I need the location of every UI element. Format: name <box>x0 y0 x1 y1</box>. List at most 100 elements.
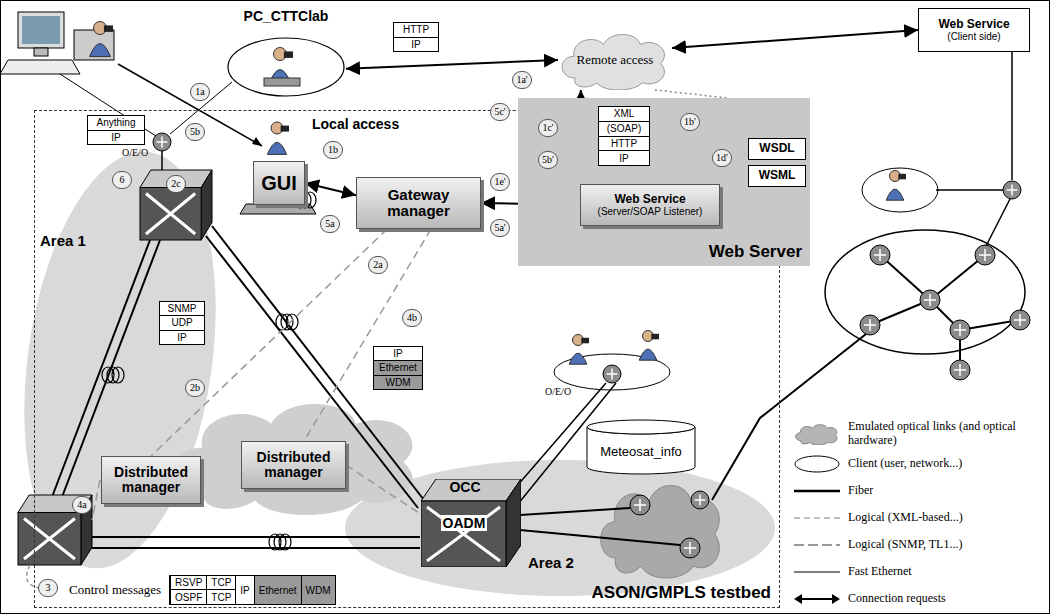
cloud-outline <box>601 485 720 578</box>
text-label: O/E/O <box>545 386 571 397</box>
legend-row: Fast Ethernet <box>792 561 1044 583</box>
legend-text: Fast Ethernet <box>848 565 912 579</box>
fiber <box>520 530 680 545</box>
box-label: Distributed manager <box>106 465 196 496</box>
router-arrows <box>874 249 886 261</box>
network-ring <box>825 230 1025 354</box>
switch-top <box>421 479 521 501</box>
gui-box: GUI <box>253 161 305 205</box>
callout-number: 5b' <box>538 151 558 169</box>
callout-number: 1a' <box>512 71 532 89</box>
legend-text: Emulated optical links (and optical hard… <box>848 420 1044 448</box>
router-icon <box>603 365 621 383</box>
manager-box: Distributed manager <box>241 441 346 489</box>
protocol-cell: UDP <box>160 316 204 330</box>
callout-number: 6 <box>112 171 132 189</box>
fiber <box>520 508 630 515</box>
router-arrows <box>954 324 966 336</box>
person-body <box>886 189 904 200</box>
callout-number: 1d' <box>712 149 732 167</box>
database-cylinder: Meteosat_info <box>586 419 696 475</box>
router-arrows <box>634 499 646 511</box>
switch-label: OCC <box>449 480 480 495</box>
legend-sample <box>792 480 842 502</box>
screen <box>22 16 60 44</box>
switch-cross <box>146 194 195 235</box>
connector <box>346 465 421 514</box>
client-name: PC_CTTClab <box>226 8 346 24</box>
camera <box>104 25 113 32</box>
arrow-head <box>832 594 840 604</box>
callout-number: 2a <box>368 256 388 274</box>
protocol-cell: WDM <box>301 576 335 604</box>
protocol-cell: IP <box>160 331 204 344</box>
stack-heading: Control messages <box>69 582 161 598</box>
protocol-stack: HTTPIP <box>393 22 439 52</box>
legend-row: Emulated optical links (and optical hard… <box>792 420 1044 448</box>
client-ellipse <box>862 168 938 212</box>
monitor <box>74 30 114 60</box>
callout-number: 2c <box>166 175 186 193</box>
switch-side <box>201 170 212 240</box>
web-server-region: Web ServerXML(SOAP)HTTPIPWeb Service(Ser… <box>518 98 810 266</box>
router-icon <box>950 360 970 380</box>
router-icon <box>920 290 940 310</box>
protocol-cell: IP <box>88 131 144 145</box>
legend-sample <box>792 534 842 556</box>
protocol-cell: IP <box>599 151 649 165</box>
monitor <box>18 12 64 48</box>
legend-sample <box>792 507 842 529</box>
switch-cross <box>427 507 500 561</box>
protocol-cell: WDM <box>374 376 422 389</box>
legend-sample <box>794 489 840 492</box>
callout-number: 5c' <box>490 103 510 121</box>
callout-number: 5b <box>185 123 205 141</box>
protocol-stack: AnythingIP <box>87 115 145 145</box>
callout-number: 1b' <box>680 113 700 131</box>
web-service-box: Web Service(Server/SOAP Listener) <box>580 184 720 226</box>
legend-sample <box>792 588 842 610</box>
connector <box>655 90 728 98</box>
protocol-cell: HTTP <box>394 23 438 38</box>
protocol-cell: (SOAP) <box>599 122 649 137</box>
fiber <box>212 226 424 500</box>
fiber <box>90 547 420 549</box>
cloud-shape <box>562 34 664 90</box>
monitor-stand <box>34 48 48 56</box>
router-icon <box>950 320 970 340</box>
camera <box>898 174 906 180</box>
fiber <box>712 334 866 500</box>
callout-number: 5a' <box>490 219 510 237</box>
router-arrows <box>157 137 168 148</box>
callout-number: 1c' <box>538 119 558 137</box>
legend-row: Logical (SNMP, TL1...) <box>792 534 1044 556</box>
text-label: Area 1 <box>40 232 86 249</box>
legend: Emulated optical links (and optical hard… <box>792 420 1044 614</box>
camera <box>581 338 589 344</box>
manager-box: Gateway manager <box>356 177 481 229</box>
legend-sample <box>792 561 842 583</box>
stack-grid: RSVPOSPFTCPTCPIPEthernetWDM <box>169 575 336 605</box>
router-icon <box>1010 310 1030 330</box>
switch-label: OADM <box>441 515 488 531</box>
router-arrows <box>607 369 618 380</box>
router-arrows <box>924 294 936 306</box>
legend-text: Logical (SNMP, TL1...) <box>848 538 962 552</box>
cloud-outline <box>175 404 413 515</box>
fiber-coil <box>279 534 291 550</box>
arrow-head <box>252 137 262 146</box>
web-service-box: Web Service(Client side) <box>918 8 1030 52</box>
text-label: O/E/O <box>122 147 148 158</box>
router-arrows <box>1007 185 1018 196</box>
router-icon <box>870 245 890 265</box>
callout-number: 2b <box>185 379 205 397</box>
router-arrows <box>684 542 696 554</box>
legend-text: Connection requests <box>848 592 946 606</box>
client-ellipse <box>228 38 344 96</box>
fast-ethernet <box>936 189 1003 191</box>
box-label: (Server/SOAP Listener) <box>598 206 703 217</box>
connector <box>672 30 918 48</box>
